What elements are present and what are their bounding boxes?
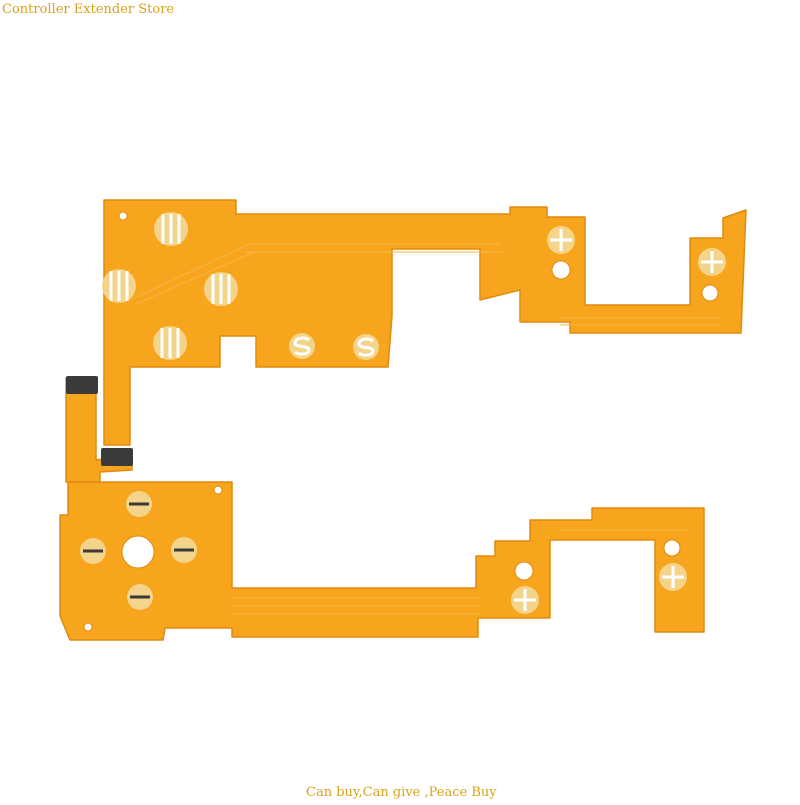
cross-contact-icon	[698, 248, 726, 276]
slogan-watermark: Can buy,Can give ,Peace Buy	[306, 785, 497, 800]
upper-ribbon-body	[103, 199, 747, 446]
striped-contact-icon	[102, 269, 136, 303]
cross-contact-icon	[659, 563, 687, 591]
dpad-up-contact-icon	[126, 491, 152, 517]
mounting-hole	[551, 260, 571, 280]
connector-icon	[101, 448, 133, 466]
connector-icon	[66, 376, 98, 394]
cross-contact-icon	[547, 226, 575, 254]
contact-cross	[662, 566, 684, 588]
striped-contact-icon	[153, 326, 187, 360]
upper-contacts	[102, 211, 726, 360]
mounting-hole	[663, 539, 681, 557]
striped-contact-icon	[154, 212, 188, 246]
contact-cross	[550, 229, 572, 251]
connector-strip	[65, 376, 133, 483]
contact-s	[293, 336, 311, 356]
dpad-left-contact-icon	[80, 538, 106, 564]
striped-contact-icon	[204, 272, 238, 306]
contact-cross	[514, 589, 536, 611]
dpad-right-contact-icon	[171, 537, 197, 563]
cross-contact-icon	[511, 586, 539, 614]
contact-cross	[701, 251, 723, 273]
lower-flex-ribbon	[59, 481, 705, 641]
s-contact-icon	[353, 334, 379, 360]
s-contact-icon	[289, 333, 315, 359]
lower-contacts	[80, 485, 687, 632]
upper-ribbon-traces	[129, 243, 720, 326]
mounting-hole	[118, 211, 128, 221]
store-name-watermark: Controller Extender Store	[2, 2, 175, 17]
lower-ribbon-traces	[232, 529, 690, 615]
mounting-hole	[213, 485, 223, 495]
dpad-center-hole	[121, 535, 155, 569]
dpad-down-contact-icon	[127, 584, 153, 610]
mounting-hole	[701, 284, 719, 302]
lower-ribbon-body	[59, 481, 705, 641]
upper-flex-ribbon	[102, 199, 747, 446]
mounting-hole	[514, 561, 534, 581]
mounting-hole	[83, 622, 93, 632]
contact-s	[357, 337, 375, 357]
